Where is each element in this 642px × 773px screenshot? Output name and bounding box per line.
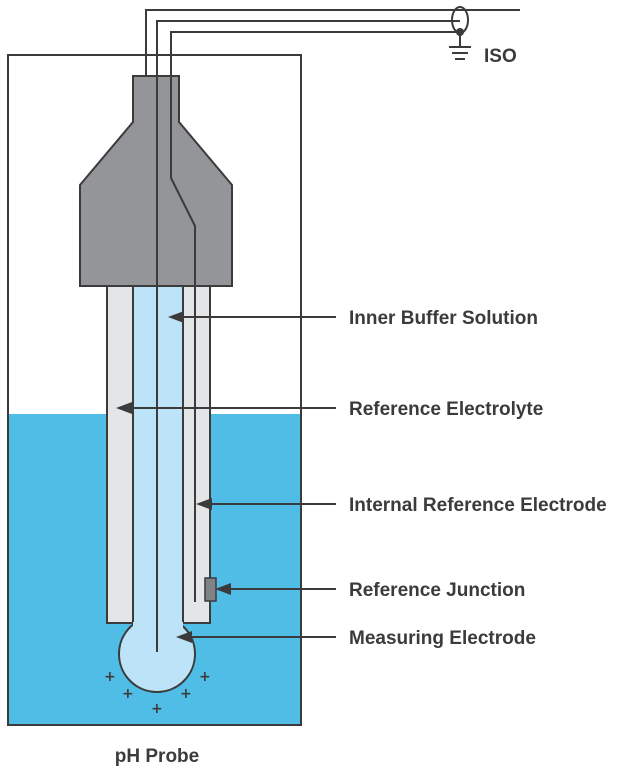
callout-inner-buffer xyxy=(168,311,336,323)
callout-reference-electrolyte xyxy=(116,402,336,414)
internal-reference-electrode-wire xyxy=(170,76,196,602)
ground-label: ISO xyxy=(484,46,517,67)
label-internal-reference-electrode: Internal Reference Electrode xyxy=(349,495,607,516)
wire-inner xyxy=(170,31,460,76)
callout-internal-reference-electrode xyxy=(196,498,336,510)
reference-junction xyxy=(204,577,217,602)
label-measuring-electrode: Measuring Electrode xyxy=(349,628,536,649)
label-inner-buffer-solution: Inner Buffer Solution xyxy=(349,308,538,329)
charge-plus-1: + xyxy=(104,669,116,685)
charge-plus-2: + xyxy=(122,686,134,702)
label-reference-electrolyte: Reference Electrolyte xyxy=(349,399,543,420)
wire-outer xyxy=(145,9,520,76)
label-reference-junction: Reference Junction xyxy=(349,580,525,601)
charge-plus-3: + xyxy=(151,701,163,717)
diagram-caption: pH Probe xyxy=(115,746,199,767)
callout-measuring-electrode xyxy=(176,631,336,643)
charge-plus-5: + xyxy=(199,669,211,685)
callout-reference-junction xyxy=(215,583,336,595)
charge-plus-4: + xyxy=(180,686,192,702)
wire-middle xyxy=(156,20,460,76)
